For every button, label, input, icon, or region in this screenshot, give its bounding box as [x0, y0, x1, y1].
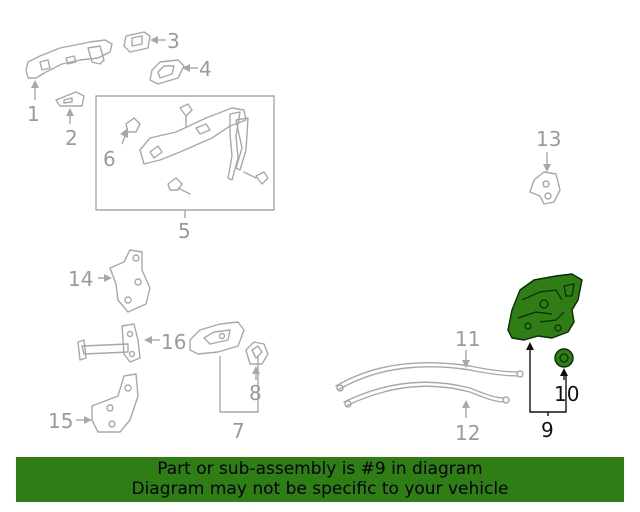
- callout-5[interactable]: 5: [178, 219, 191, 243]
- part-9-lock-actuator[interactable]: [507, 273, 583, 341]
- arrow-11: [462, 360, 470, 368]
- banner-line-1: Part or sub-assembly is #9 in diagram: [157, 459, 483, 479]
- arrow-13: [543, 164, 551, 172]
- part-16-door-check[interactable]: [77, 323, 141, 363]
- arrow-15: [84, 416, 92, 424]
- arrow-10: [560, 368, 568, 376]
- arrow-9: [526, 342, 534, 350]
- part-13-striker[interactable]: [529, 171, 561, 205]
- arrow-14: [104, 274, 112, 282]
- callout-8[interactable]: 8: [249, 381, 262, 405]
- part-15-hinge-lower[interactable]: [91, 373, 139, 433]
- callout-15[interactable]: 15: [48, 409, 73, 433]
- part-4-pad[interactable]: [149, 59, 185, 85]
- part-12-cable[interactable]: [343, 381, 510, 408]
- callout-12[interactable]: 12: [455, 421, 480, 445]
- part-1-outside-handle[interactable]: [25, 39, 113, 79]
- arrow-2: [66, 108, 74, 116]
- callout-16[interactable]: 16: [161, 330, 186, 354]
- callout-13[interactable]: 13: [536, 127, 561, 151]
- part-5-frame-kit[interactable]: [95, 95, 275, 211]
- arrow-4: [182, 64, 190, 72]
- callout-3[interactable]: 3: [167, 29, 180, 53]
- leader-9a: [529, 348, 549, 416]
- callout-7[interactable]: 7: [232, 419, 245, 443]
- callout-10[interactable]: 10: [554, 382, 579, 406]
- arrow-8: [252, 366, 260, 374]
- part-7-inside-handle[interactable]: [189, 321, 245, 355]
- part-11-cable[interactable]: [335, 362, 524, 392]
- callout-9[interactable]: 9: [541, 418, 554, 442]
- leader-7: [219, 356, 259, 413]
- callout-4[interactable]: 4: [199, 57, 212, 81]
- arrow-12: [462, 400, 470, 408]
- part-8-clip[interactable]: [245, 341, 269, 365]
- callout-14[interactable]: 14: [68, 267, 93, 291]
- banner-line-2: Diagram may not be specific to your vehi…: [131, 479, 509, 499]
- arrow-6: [120, 128, 128, 138]
- arrow-16: [144, 336, 152, 344]
- callout-11[interactable]: 11: [455, 327, 480, 351]
- callout-6[interactable]: 6: [103, 147, 116, 171]
- callout-2[interactable]: 2: [65, 126, 78, 150]
- leader-9b: [548, 374, 567, 413]
- part-3-end-cap[interactable]: [123, 31, 151, 53]
- arrow-1: [31, 80, 39, 88]
- callout-1[interactable]: 1: [27, 102, 40, 126]
- info-banner: Part or sub-assembly is #9 in diagram Di…: [16, 457, 624, 502]
- part-14-hinge[interactable]: [109, 249, 151, 313]
- arrow-3: [150, 36, 158, 44]
- part-2-cap[interactable]: [55, 91, 85, 107]
- part-10-grommet[interactable]: [554, 348, 574, 368]
